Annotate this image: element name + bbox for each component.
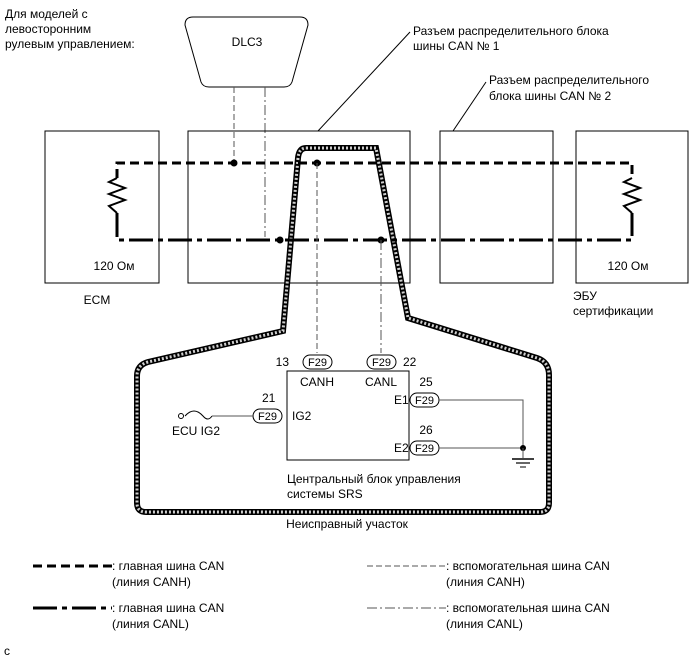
certification-ecu-label-line1: ЭБУ xyxy=(573,289,597,303)
fuse-label: ECU IG2 xyxy=(172,424,220,438)
certification-ecu-label-line2: сертификации xyxy=(573,304,653,318)
srs-title-line1: Центральный блок управления xyxy=(287,472,461,486)
canh-pin-label: CANH xyxy=(300,375,334,389)
srs-ecu-box xyxy=(286,370,410,461)
ig2-pin-label: IG2 xyxy=(292,409,312,423)
ecm-resistor xyxy=(106,177,128,214)
legend-aux-canh-line1: : вспомогательная шина CAN xyxy=(446,559,610,573)
ecm-resistor-label: 120 Ом xyxy=(94,259,135,273)
e1-pin-label: E1 xyxy=(394,393,409,407)
certification-ecu-resistor-label: 120 Ом xyxy=(608,259,649,273)
certification-ecu-resistor xyxy=(621,177,643,214)
e1-pin-number: 25 xyxy=(419,375,433,389)
e2-pin-number: 26 xyxy=(419,423,433,437)
canl-pin-number: 22 xyxy=(403,355,417,369)
canh-pin-number: 13 xyxy=(276,355,290,369)
canl-pin-label: CANL xyxy=(365,375,397,389)
e1-connector-label: F29 xyxy=(415,395,434,407)
legend-main-canh-line2: (линия CANH) xyxy=(112,575,191,589)
canl-connector-label: F29 xyxy=(372,357,391,369)
junction1-box xyxy=(187,130,411,284)
junction1-label-line1: Разъем распределительного блока xyxy=(413,24,609,38)
dlc-canh-junction-dot xyxy=(230,159,238,167)
fuse-terminal-icon xyxy=(178,413,184,419)
ecm-box xyxy=(44,130,160,284)
certification-ecu-box xyxy=(575,130,689,284)
corner-letter: c xyxy=(4,644,10,658)
lhd-note-line3: рулевым управлением: xyxy=(5,37,135,51)
dlc3-label: DLC3 xyxy=(232,35,263,49)
junction1-label-line2: шины CAN № 1 xyxy=(413,39,500,53)
junction2-label-line2: блока шины CAN № 2 xyxy=(489,89,611,103)
canl-connector xyxy=(366,354,397,370)
canh-connector-label: F29 xyxy=(308,357,327,369)
dlc-canl-junction-dot xyxy=(276,236,284,244)
junction1-leader xyxy=(317,31,411,132)
ground-icon xyxy=(512,458,534,468)
canh-main-bus xyxy=(115,161,634,178)
ig2-pin-number: 21 xyxy=(262,391,276,405)
junction2-box xyxy=(439,130,554,284)
e1-ground-wire xyxy=(439,399,524,448)
e2-pin-label: E2 xyxy=(394,441,409,455)
legend-aux-canh-line2: (линия CANH) xyxy=(446,575,525,589)
srs-title-line2: системы SRS xyxy=(287,487,363,501)
ig2-connector-label: F29 xyxy=(258,411,277,423)
dlc3-connector xyxy=(184,16,309,88)
lhd-note-line2: левосторонним xyxy=(5,22,91,36)
junction2-leader xyxy=(452,81,487,132)
e2-connector-label: F29 xyxy=(415,443,434,455)
legend-main-canl-line2: (линия CANL) xyxy=(112,617,189,631)
canh-connector xyxy=(302,354,333,370)
legend-main-canh-line1: : главная шина CAN xyxy=(112,559,224,573)
fault-area-label: Неисправный участок xyxy=(286,517,409,531)
fuse-icon xyxy=(184,410,213,420)
lhd-note-line1: Для моделей с xyxy=(5,7,88,21)
faulty-area-outline xyxy=(134,145,552,515)
junction2-label-line1: Разъем распределительного xyxy=(489,73,649,87)
legend-aux-canl-line1: : вспомогательная шина CAN xyxy=(446,601,610,615)
legend-aux-canl-line2: (линия CANL) xyxy=(446,617,523,631)
ecm-label: ECM xyxy=(84,293,111,307)
legend-main-canl-line1: : главная шина CAN xyxy=(112,601,224,615)
canl-main-bus xyxy=(115,213,634,242)
